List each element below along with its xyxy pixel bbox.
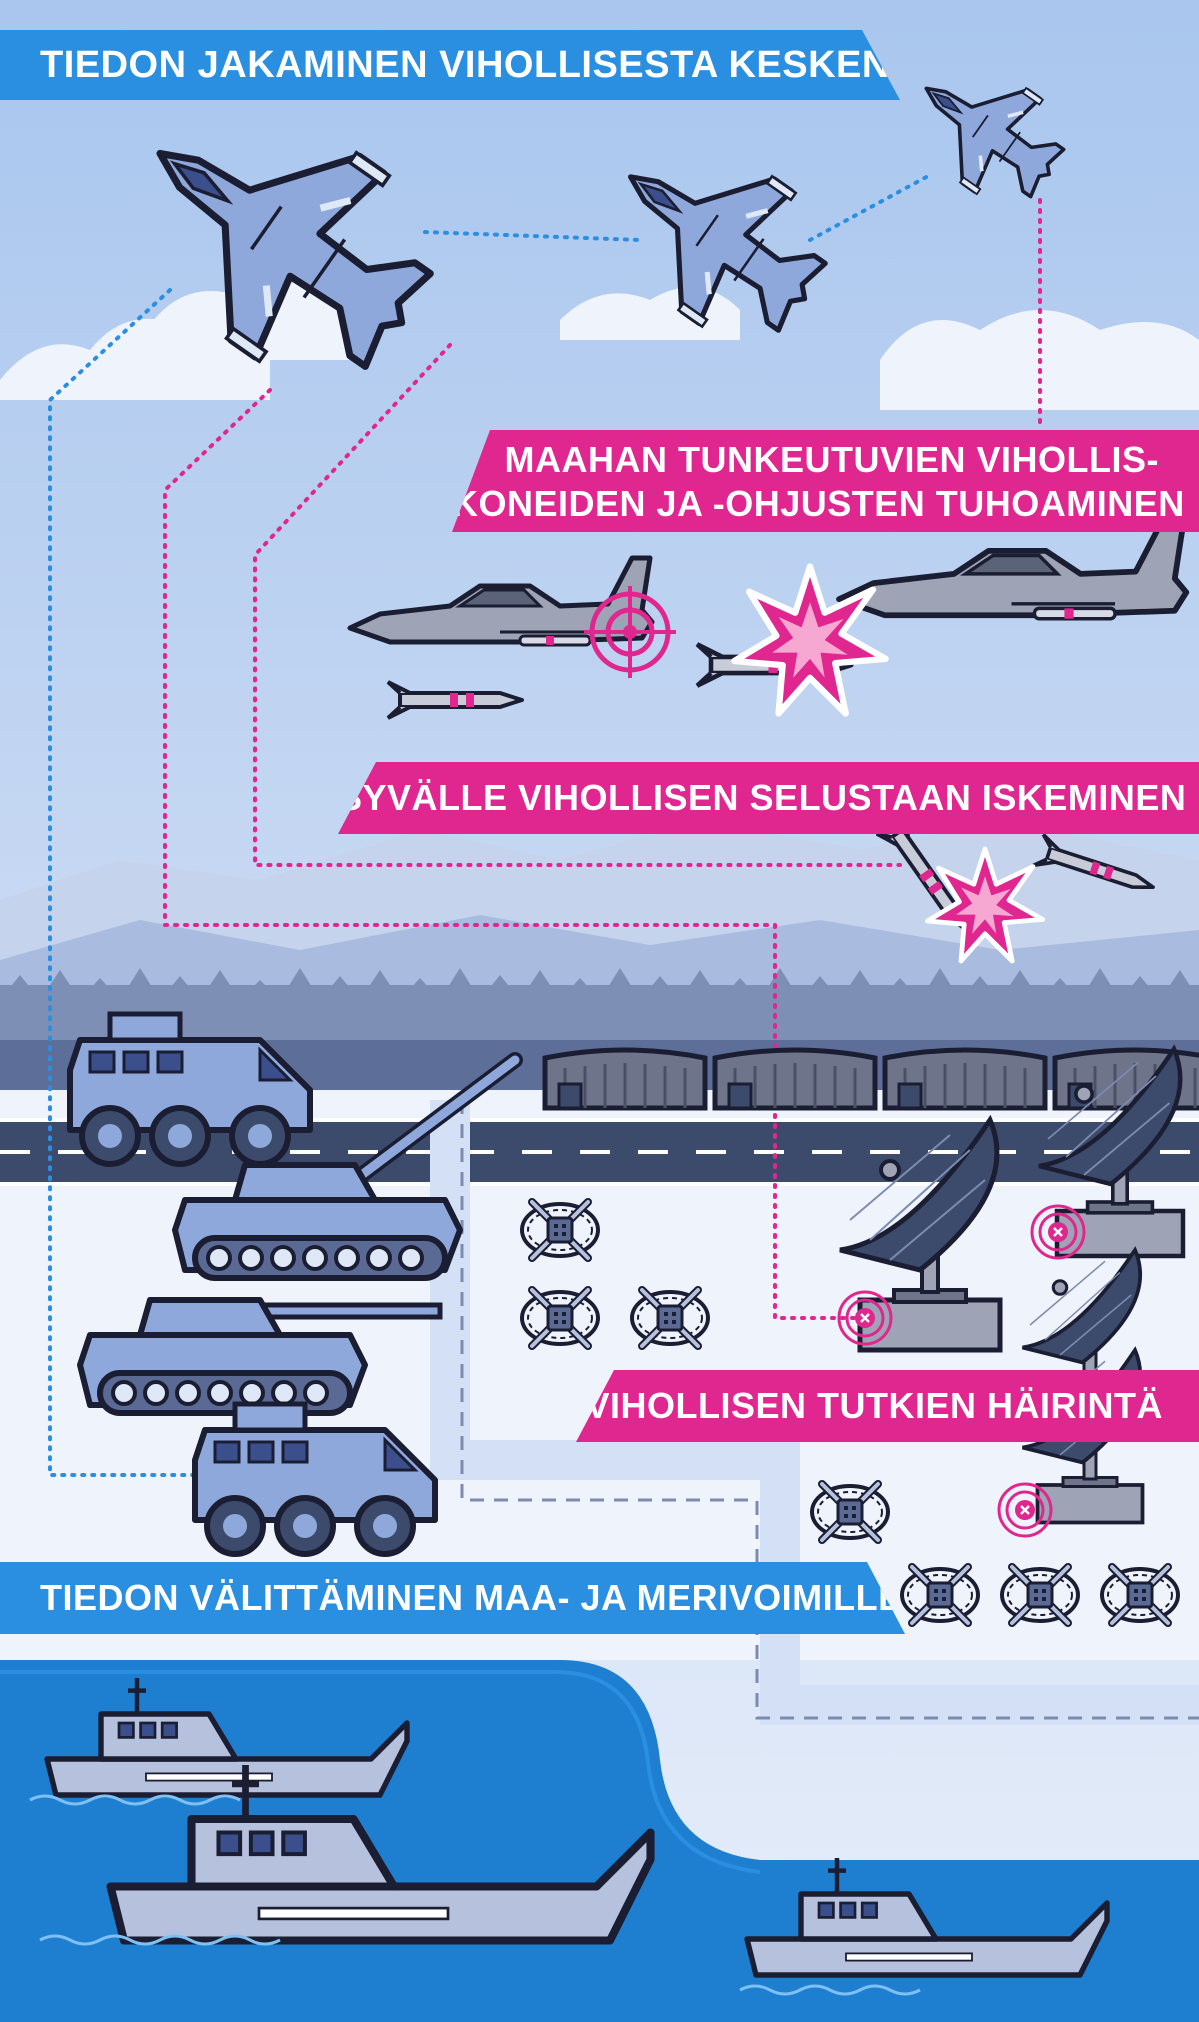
target-icon <box>837 1290 893 1346</box>
waves <box>29 1794 921 1996</box>
banner-label: TIEDON JAKAMINEN VIHOLLISESTA KESKENÄÄN <box>40 44 974 86</box>
banner-info-sharing: TIEDON JAKAMINEN VIHOLLISESTA KESKENÄÄN <box>0 30 900 100</box>
banner-deep-strike: SYVÄLLE VIHOLLISEN SELUSTAAN ISKEMINEN <box>338 762 1199 834</box>
banner-label-line-2: KONEIDEN JA -OHJUSTEN TUHOAMINEN <box>452 483 1185 524</box>
magenta-data-links <box>163 198 1042 1320</box>
blue-data-links <box>48 173 932 1477</box>
tank-icon <box>175 1052 523 1278</box>
shoreline <box>0 1670 761 1874</box>
banner-destroy-intruders: MAAHAN TUNKEUTUVIEN VIHOLLIS- KONEIDEN J… <box>452 430 1199 532</box>
target-icon <box>584 586 676 678</box>
hangar-icon <box>545 1050 705 1108</box>
banner-label: VIHOLLISEN TUTKIEN HÄIRINTÄ <box>585 1385 1163 1426</box>
banner-label: SYVÄLLE VIHOLLISEN SELUSTAAN ISKEMINEN <box>338 777 1187 818</box>
target-icon <box>997 1482 1053 1538</box>
banner-label: TIEDON VÄLITTÄMINEN MAA- JA MERIVOIMILLE <box>40 1577 903 1618</box>
dashed-lane-line <box>460 1100 1199 1720</box>
hangar-icon <box>885 1050 1045 1108</box>
banner-label-line-1: MAAHAN TUNKEUTUVIEN VIHOLLIS- <box>504 439 1159 480</box>
comm-lane <box>430 1100 1199 1725</box>
tank-icon <box>80 1300 443 1413</box>
hangar-icon <box>715 1050 875 1108</box>
banner-info-relay: TIEDON VÄLITTÄMINEN MAA- JA MERIVOIMILLE <box>0 1562 905 1634</box>
target-icon <box>1030 1204 1086 1260</box>
banner-radar-jamming: VIHOLLISEN TUTKIEN HÄIRINTÄ <box>576 1370 1199 1442</box>
